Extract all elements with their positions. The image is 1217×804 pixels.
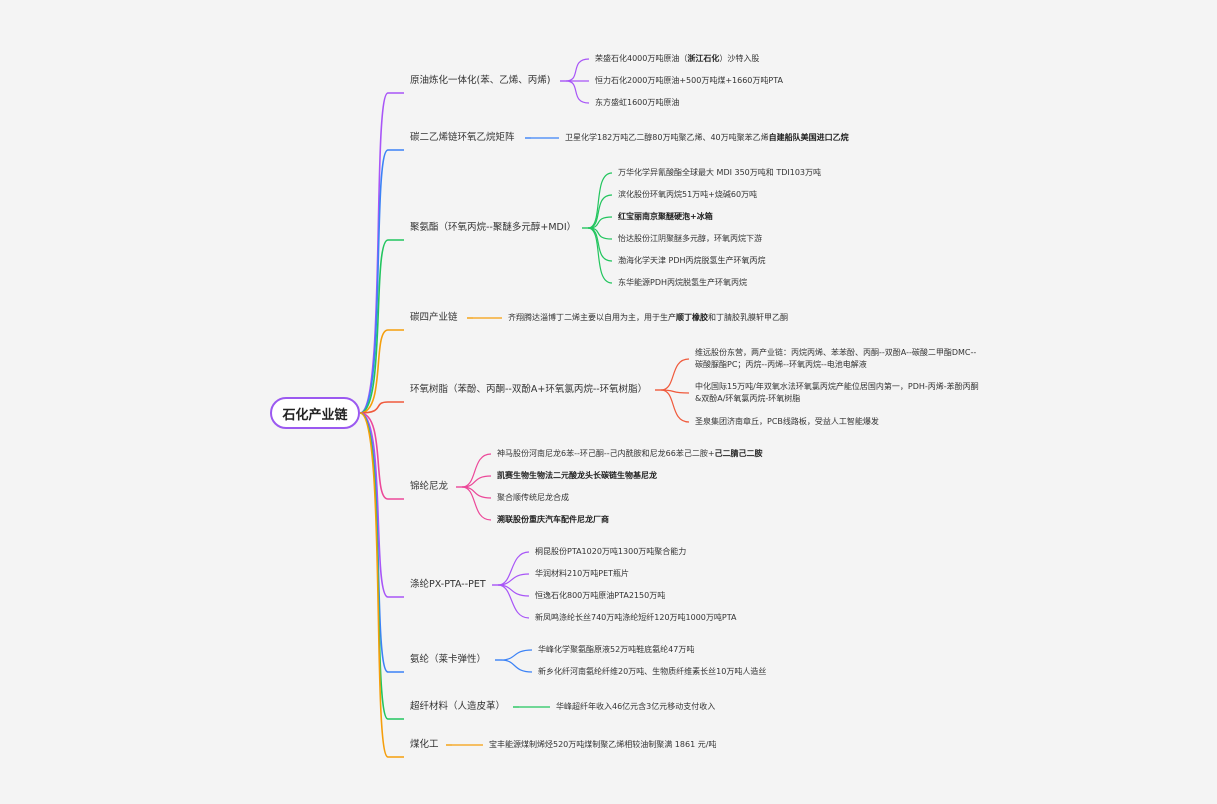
leaf-connector (565, 80, 590, 104)
branch-label[interactable]: 聚氨酯（环氧丙烷--聚醚多元醇+MDI） (410, 222, 577, 233)
leaf-node[interactable]: 华润材料210万吨PET瓶片 (535, 568, 629, 580)
leaf-node[interactable]: 华峰化学聚氨酯原液52万吨鞋底氨纶47万吨 (538, 644, 694, 656)
leaf-text: 恒逸石化800万吨原油PTA2150万吨 (535, 591, 666, 600)
leaf-node[interactable]: 东华能源PDH丙烷脱氢生产环氧丙烷 (618, 277, 747, 289)
branch-connector (359, 149, 404, 414)
leaf-node[interactable]: 东方盛虹1600万吨原油 (595, 97, 679, 109)
leaf-node[interactable]: 聚合顺传统尼龙合成 (497, 492, 569, 504)
leaf-node[interactable]: 新乡化纤河南氨纶纤维20万吨、生物质纤维素长丝10万吨人造丝 (538, 666, 766, 678)
branch-label[interactable]: 锦纶尼龙 (410, 481, 449, 492)
leaf-text-bold: 自建船队美国进口乙烷 (768, 133, 849, 142)
leaf-text-line2: 碳酸脲酯PC；丙烷--丙烯--环氧丙烷--电池电解液 (695, 360, 867, 369)
leaf-node[interactable]: 桐昆股份PTA1020万吨1300万吨聚合能力 (535, 546, 686, 558)
leaf-text: 东方盛虹1600万吨原油 (595, 98, 680, 107)
leaf-text: 新乡化纤河南氨纶纤维20万吨、生物质纤维素长丝10万吨人造丝 (538, 667, 767, 676)
leaf-text: 聚合顺传统尼龙合成 (497, 493, 569, 502)
leaf-node[interactable]: 宝丰能源煤制烯烃520万吨煤制聚乙烯相较油制聚满 1861 元/吨 (489, 739, 716, 751)
leaf-text: 新凤鸣涤纶长丝740万吨涤纶短纤120万吨1000万吨PTA (535, 613, 737, 622)
leaf-text: 桐昆股份PTA1020万吨1300万吨聚合能力 (535, 547, 687, 556)
branch-connector (359, 329, 404, 414)
branch-connector (359, 412, 404, 673)
branch-label[interactable]: 碳二乙烯链环氧乙烷矩阵 (410, 132, 515, 143)
root-label: 石化产业链 (282, 407, 348, 423)
leaf-text-bold: 己二腈己二胺 (714, 449, 763, 458)
branch-connector (359, 412, 404, 758)
branch-label[interactable]: 超纤材料（人造皮革） (410, 701, 506, 712)
leaf-node[interactable]: 齐翔腾达淄博丁二烯主要以自用为主，用于生产顺丁橡胶和丁腈胶乳膜轩甲乙酮 (508, 312, 788, 324)
leaf-text: 红宝丽南京聚醚硬泡+冰箱 (618, 212, 713, 221)
leaf-text: 华峰化学聚氨酯原液52万吨鞋底氨纶47万吨 (538, 645, 695, 654)
leaf-connector (497, 551, 530, 586)
leaf-text: 神马股份河南尼龙6苯--环己酮--己内酰胺和尼龙66苯己二胺+ (497, 449, 715, 458)
leaf-node[interactable]: 华峰超纤年收入46亿元含3亿元移动支付收入 (556, 701, 715, 713)
leaf-node[interactable]: 凯赛生物生物法二元酸龙头长碳链生物基尼龙 (497, 470, 657, 482)
branch-label[interactable]: 煤化工 (410, 739, 439, 750)
leaf-connector (660, 358, 690, 391)
leaf-connector (497, 584, 530, 619)
leaf-text: 滨化股份环氧丙烷51万吨+烧碱60万吨 (618, 190, 758, 199)
leaf-text-bold: 浙江石化 (687, 54, 720, 63)
leaf-node[interactable]: 万华化学异氰酸酯全球最大 MDI 350万吨和 TDI103万吨 (618, 167, 821, 179)
leaf-node[interactable]: 维远股份东营，两产业链：丙烷丙烯、苯苯酚、丙酮--双酚A--碳酸二甲酯DMC--… (695, 347, 976, 371)
leaf-text: 华润材料210万吨PET瓶片 (535, 569, 630, 578)
leaf-text: 圣泉集团济南章丘，PCB线路板，受益人工智能爆发 (695, 417, 879, 426)
leaf-text: 中化国际15万吨/年双氧水法环氧氯丙烷产能位居国内第一，PDH-丙烯-苯酚丙酮 (695, 382, 979, 391)
leaf-node[interactable]: 滨化股份环氧丙烷51万吨+烧碱60万吨 (618, 189, 757, 201)
leaf-text: 万华化学异氰酸酯全球最大 MDI 350万吨和 TDI103万吨 (618, 168, 821, 177)
branch-label[interactable]: 碳四产业链 (410, 312, 458, 323)
leaf-text-bold: 顺丁橡胶 (676, 313, 708, 322)
branch-connector (359, 412, 404, 598)
leaf-node[interactable]: 中化国际15万吨/年双氧水法环氧氯丙烷产能位居国内第一，PDH-丙烯-苯酚丙酮 &… (695, 381, 979, 405)
leaf-connector (500, 649, 533, 661)
leaf-text: 荣盛石化4000万吨原油（ (595, 54, 688, 63)
leaf-connector (587, 227, 613, 284)
leaf-text: 宝丰能源煤制烯烃520万吨煤制聚乙烯相较油制聚满 1861 元/吨 (489, 740, 717, 749)
branch-connector (359, 239, 404, 414)
leaf-node[interactable]: 圣泉集团济南章丘，PCB线路板，受益人工智能爆发 (695, 416, 879, 428)
leaf-text: 东华能源PDH丙烷脱氢生产环氧丙烷 (618, 278, 747, 287)
leaf-node[interactable]: 渤海化学天津 PDH丙烷脱氢生产环氧丙烷 (618, 255, 766, 267)
leaf-node[interactable]: 恒力石化2000万吨原油+500万吨煤+1660万吨PTA (595, 75, 783, 87)
leaf-connector (565, 58, 590, 82)
leaf-text: 凯赛生物生物法二元酸龙头长碳链生物基尼龙 (497, 471, 657, 480)
leaf-text-after: ）沙特入股 (719, 54, 760, 63)
leaf-connector (461, 486, 492, 521)
leaf-text: 维远股份东营，两产业链：丙烷丙烯、苯苯酚、丙酮--双酚A--碳酸二甲酯DMC-- (695, 348, 977, 357)
leaf-text: 华峰超纤年收入46亿元含3亿元移动支付收入 (556, 702, 716, 711)
leaf-connector (660, 389, 690, 423)
branch-connector (359, 401, 404, 414)
leaf-connector (500, 659, 533, 673)
leaf-text-line2: &双酚A/环氧氯丙烷-环氧树脂 (695, 394, 801, 403)
leaf-text: 溯联股份重庆汽车配件尼龙厂商 (497, 515, 609, 524)
branch-label[interactable]: 原油炼化一体化(苯、乙烯、丙烯) (410, 75, 551, 86)
leaf-node[interactable]: 神马股份河南尼龙6苯--环己酮--己内酰胺和尼龙66苯己二胺+己二腈己二胺 (497, 448, 763, 460)
root-node[interactable]: 石化产业链 (270, 397, 360, 429)
leaf-node[interactable]: 恒逸石化800万吨原油PTA2150万吨 (535, 590, 665, 602)
leaf-node[interactable]: 红宝丽南京聚醚硬泡+冰箱 (618, 211, 713, 223)
leaf-connector (587, 227, 613, 262)
branch-label[interactable]: 涤纶PX-PTA--PET (410, 579, 486, 590)
leaf-text: 卫星化学182万吨乙二醇80万吨聚乙烯、40万吨聚苯乙烯 (565, 133, 769, 142)
leaf-node[interactable]: 怡达股份江阴聚醚多元醇，环氧丙烷下游 (618, 233, 762, 245)
branch-label[interactable]: 环氧树脂（苯酚、丙酮--双酚A+环氧氯丙烷--环氧树脂） (410, 384, 648, 395)
leaf-connector (587, 194, 613, 229)
leaf-text: 怡达股份江阴聚醚多元醇，环氧丙烷下游 (618, 234, 762, 243)
leaf-text: 渤海化学天津 PDH丙烷脱氢生产环氧丙烷 (618, 256, 766, 265)
leaf-text: 恒力石化2000万吨原油+500万吨煤+1660万吨PTA (595, 76, 783, 85)
leaf-node[interactable]: 新凤鸣涤纶长丝740万吨涤纶短纤120万吨1000万吨PTA (535, 612, 736, 624)
leaf-node[interactable]: 荣盛石化4000万吨原油（浙江石化）沙特入股 (595, 53, 759, 65)
leaf-node[interactable]: 溯联股份重庆汽车配件尼龙厂商 (497, 514, 609, 526)
branch-connector (359, 412, 404, 500)
leaf-connector (461, 453, 492, 488)
leaf-text: 齐翔腾达淄博丁二烯主要以自用为主，用于生产 (508, 313, 676, 322)
leaf-text-after: 和丁腈胶乳膜轩甲乙酮 (708, 313, 788, 322)
branch-label[interactable]: 氨纶（莱卡弹性） (410, 654, 487, 665)
leaf-node[interactable]: 卫星化学182万吨乙二醇80万吨聚乙烯、40万吨聚苯乙烯自建船队美国进口乙烷 (565, 132, 849, 144)
branch-connector (359, 412, 404, 720)
